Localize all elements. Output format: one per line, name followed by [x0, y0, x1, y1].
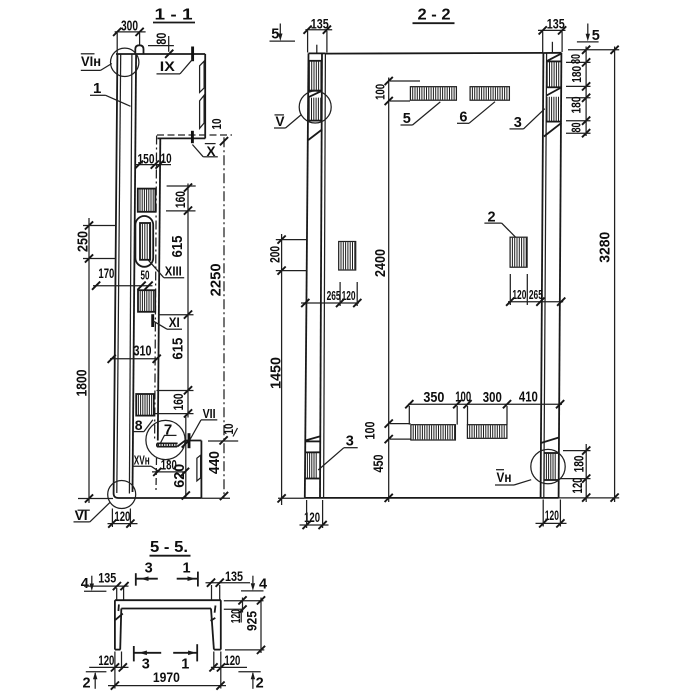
svg-text:XI: XI	[169, 315, 180, 330]
svg-text:1: 1	[181, 657, 189, 673]
svg-text:3: 3	[142, 657, 150, 673]
svg-text:200: 200	[267, 246, 283, 263]
svg-text:180: 180	[569, 96, 583, 113]
svg-text:80: 80	[569, 122, 583, 132]
svg-text:135: 135	[311, 15, 329, 31]
svg-text:IX: IX	[160, 59, 175, 74]
svg-text:160: 160	[170, 393, 186, 410]
svg-text:120: 120	[570, 478, 585, 494]
svg-text:80: 80	[154, 33, 169, 45]
svg-text:2: 2	[83, 676, 91, 692]
svg-text:925: 925	[244, 611, 260, 631]
svg-text:120: 120	[98, 653, 114, 668]
svg-text:2 - 2: 2 - 2	[418, 7, 451, 24]
svg-text:VIн: VIн	[81, 53, 101, 69]
svg-text:10: 10	[221, 424, 236, 435]
svg-text:VII: VII	[203, 406, 216, 421]
svg-text:170: 170	[98, 266, 114, 281]
svg-text:100: 100	[373, 84, 387, 100]
svg-text:1450: 1450	[269, 357, 285, 389]
svg-text:1800: 1800	[74, 370, 90, 397]
svg-text:300: 300	[483, 390, 502, 406]
svg-text:10: 10	[161, 151, 172, 166]
svg-text:265: 265	[327, 289, 341, 303]
svg-text:135: 135	[547, 16, 565, 32]
svg-text:135: 135	[225, 568, 243, 584]
svg-text:120: 120	[545, 508, 559, 523]
svg-text:Vн: Vн	[497, 470, 512, 485]
svg-text:1 - 1: 1 - 1	[155, 7, 193, 24]
svg-text:3: 3	[145, 561, 153, 577]
svg-text:350: 350	[423, 390, 444, 406]
svg-text:2250: 2250	[209, 263, 225, 296]
svg-text:5: 5	[271, 26, 279, 42]
svg-text:180: 180	[161, 458, 177, 473]
svg-text:2400: 2400	[373, 249, 389, 277]
svg-text:V: V	[276, 114, 285, 129]
svg-text:5: 5	[403, 111, 411, 127]
svg-text:80: 80	[569, 54, 583, 64]
svg-text:6: 6	[459, 109, 467, 125]
svg-text:440: 440	[207, 451, 223, 474]
svg-text:8: 8	[135, 417, 143, 433]
svg-text:100: 100	[363, 422, 378, 440]
svg-text:4: 4	[259, 577, 267, 593]
svg-text:50: 50	[141, 269, 150, 283]
svg-text:120: 120	[224, 653, 240, 668]
svg-text:4: 4	[81, 576, 89, 592]
svg-text:1: 1	[93, 80, 101, 97]
svg-text:120: 120	[114, 509, 130, 524]
svg-text:VI: VI	[75, 508, 88, 523]
svg-text:100: 100	[455, 390, 471, 406]
svg-text:615: 615	[171, 338, 187, 360]
svg-text:3280: 3280	[597, 232, 613, 263]
svg-text:3: 3	[514, 115, 522, 131]
svg-text:10: 10	[209, 119, 224, 130]
svg-text:410: 410	[519, 389, 538, 405]
svg-text:180: 180	[570, 66, 584, 83]
svg-text:120: 120	[512, 288, 526, 302]
svg-text:265: 265	[529, 288, 543, 302]
svg-text:7: 7	[164, 422, 172, 439]
svg-text:XVн: XVн	[134, 454, 150, 468]
svg-text:XIII: XIII	[165, 264, 182, 279]
svg-text:160: 160	[172, 191, 188, 208]
svg-text:X: X	[207, 144, 216, 159]
svg-text:620: 620	[172, 464, 188, 488]
svg-text:180: 180	[571, 455, 586, 472]
svg-text:1: 1	[182, 561, 190, 577]
svg-text:250: 250	[76, 231, 92, 252]
svg-text:2: 2	[488, 209, 496, 225]
svg-text:615: 615	[170, 236, 186, 258]
svg-text:120: 120	[304, 510, 320, 525]
svg-text:300: 300	[121, 19, 138, 35]
svg-text:3: 3	[346, 434, 354, 450]
svg-text:450: 450	[370, 454, 386, 472]
svg-text:120: 120	[342, 289, 356, 303]
svg-text:2: 2	[256, 676, 264, 692]
svg-text:1970: 1970	[153, 669, 180, 685]
svg-text:5 - 5.: 5 - 5.	[150, 539, 188, 556]
svg-text:135: 135	[98, 570, 116, 586]
svg-text:310: 310	[134, 344, 152, 360]
svg-text:5: 5	[592, 28, 600, 44]
